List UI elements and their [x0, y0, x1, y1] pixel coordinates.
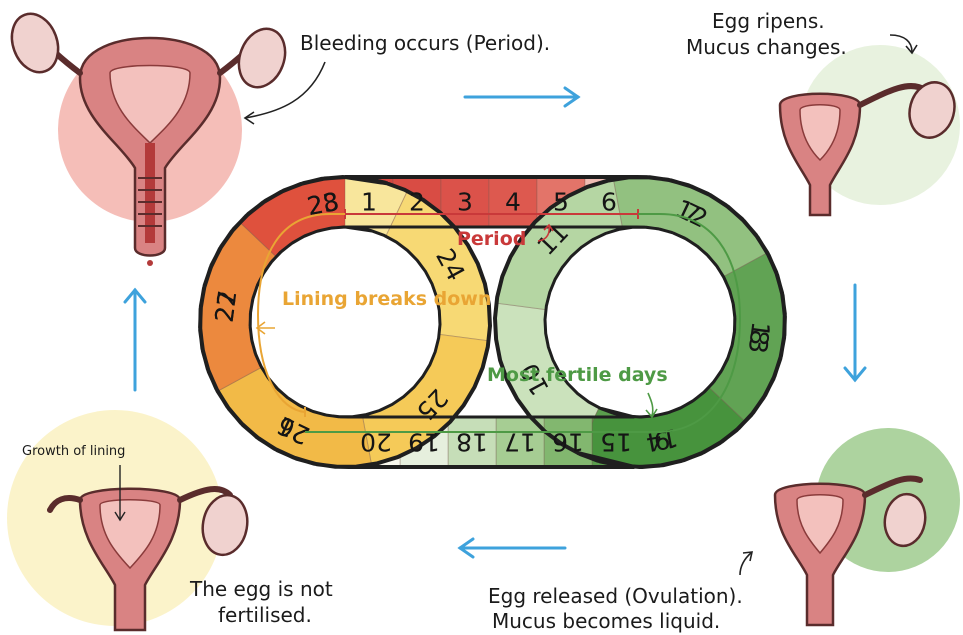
- day-number-27: 27: [210, 289, 243, 324]
- growth-of-lining-caption: Growth of lining: [22, 444, 125, 460]
- fertile-label: Most fertile days: [487, 364, 668, 386]
- lining-label: Lining breaks down: [282, 288, 491, 310]
- cycle-arrow-right: [845, 285, 865, 380]
- day-number-4: 4: [505, 188, 521, 217]
- day-number-6: 6: [601, 188, 617, 217]
- fertile-bracket-arrow: [646, 393, 657, 417]
- day-number-14: 14: [644, 423, 681, 457]
- egg-ripens-caption-line2: Mucus changes.: [686, 36, 847, 59]
- bleeding-caption: Bleeding occurs (Period).: [300, 32, 550, 55]
- egg-ripens-caption-line1: Egg ripens.: [712, 10, 825, 33]
- not-fertilised-caption-line2: fertilised.: [218, 604, 312, 627]
- day-number-1: 1: [361, 188, 377, 217]
- released-caption-line1: Egg released (Ovulation).: [488, 585, 743, 608]
- cycle-arrow-bottom: [460, 539, 565, 557]
- not-fertilised-caption-line1: The egg is not: [190, 578, 333, 601]
- day-number-5: 5: [553, 188, 569, 217]
- day-number-3: 3: [457, 188, 473, 217]
- cycle-arrow-top: [465, 88, 578, 106]
- lining-bracket-arrow: [257, 322, 275, 334]
- bleeding-pointer-head: [245, 112, 254, 124]
- released-pointer: [740, 552, 752, 575]
- released-caption-line2: Mucus becomes liquid.: [492, 610, 720, 633]
- period-label: Period: [457, 228, 526, 250]
- cycle-arrow-left: [125, 290, 145, 390]
- day-number-13: 13: [743, 320, 776, 355]
- track-inner-outline: [250, 227, 735, 417]
- day-number-2: 2: [409, 188, 425, 217]
